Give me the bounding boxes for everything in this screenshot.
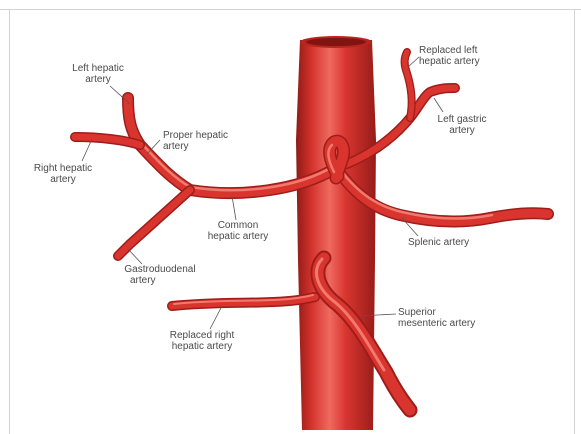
leader-gastroduodenal: [128, 249, 142, 264]
label-left-hepatic-artery: Left hepatic artery: [68, 63, 128, 85]
label-superior-mesenteric-artery: Superior mesenteric artery: [398, 307, 475, 329]
label-gastroduodenal-artery: Gastroduodenal artery: [120, 264, 200, 286]
leader-left-gastric: [434, 98, 443, 112]
label-replaced-left-hepatic-artery: Replaced left hepatic artery: [419, 45, 480, 67]
label-common-hepatic-artery: Common hepatic artery: [200, 220, 276, 242]
label-splenic-artery: Splenic artery: [408, 237, 469, 248]
label-replaced-right-hepatic-artery: Replaced right hepatic artery: [160, 330, 244, 352]
label-proper-hepatic-artery: Proper hepatic artery: [163, 130, 228, 152]
leader-right-hepatic: [82, 139, 92, 161]
celiac-trunk-vessel: [328, 141, 343, 178]
leader-replaced-right-hepatic: [210, 306, 222, 329]
aorta: [296, 36, 376, 430]
replaced-right-hepatic-artery-vessel: [172, 295, 315, 306]
label-right-hepatic-artery: Right hepatic artery: [30, 163, 96, 185]
leader-common-hepatic: [232, 196, 236, 220]
label-left-gastric-artery: Left gastric artery: [432, 114, 492, 136]
leader-replaced-left-hepatic: [408, 57, 419, 67]
